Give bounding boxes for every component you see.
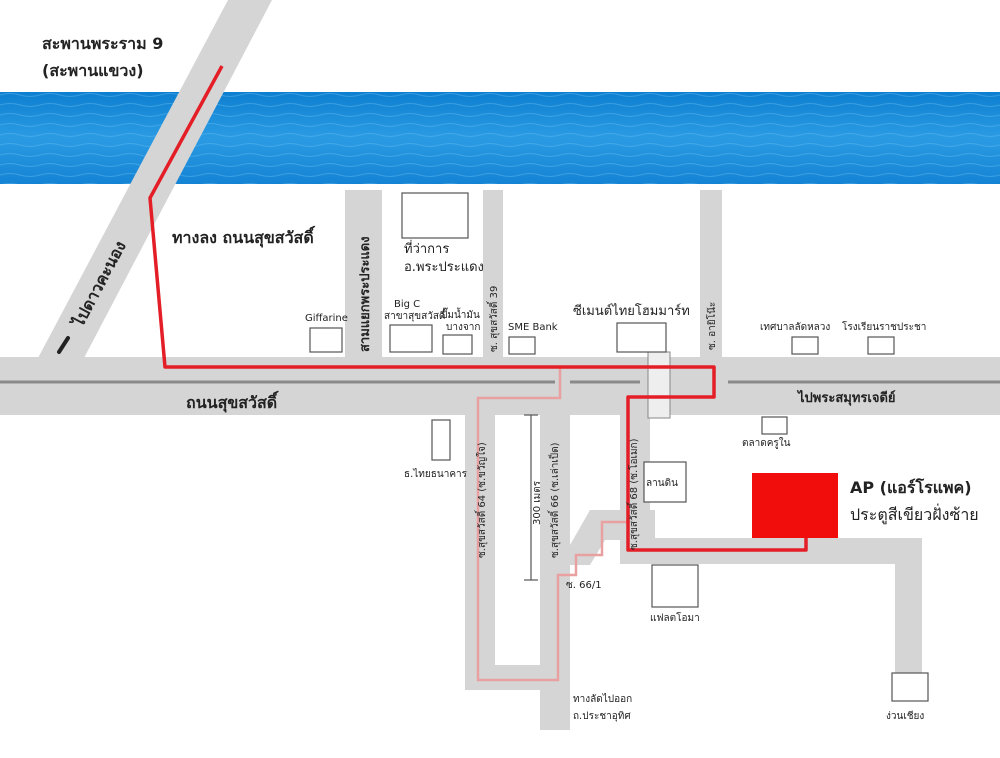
overpass-pillar bbox=[647, 351, 671, 419]
to-dao-khanong-arrow bbox=[57, 336, 70, 354]
suksawat-road-label: ถนนสุขสวัสดิ์ bbox=[186, 391, 279, 413]
ap-destination-label: AP (แอร์โรแพค) bbox=[850, 477, 972, 497]
soi66-label: ซ.สุขสวัสดิ์ 66 (ซ.เล่าเป็ด) bbox=[547, 442, 561, 558]
lan-din-label: ลานดิน bbox=[646, 478, 678, 489]
gas-station-label-2: บางจาก bbox=[446, 322, 480, 333]
cement-home-mart-building bbox=[616, 322, 667, 353]
soi64-road bbox=[465, 415, 495, 690]
district-office-label-2: อ.พระประแดง bbox=[404, 260, 484, 275]
giffarine-label: Giffarine bbox=[305, 313, 348, 324]
thai-bank-building bbox=[431, 419, 451, 461]
soi39-road bbox=[483, 190, 503, 357]
ngoun-chiang-road bbox=[895, 538, 922, 673]
soi64-label: ซ.สุขสวัสดิ์ 64 (ซ.ขวัญใจ) bbox=[474, 442, 488, 558]
omega-flat-label: แฟลตโอมา bbox=[650, 611, 700, 624]
school-building bbox=[867, 336, 895, 355]
lan-din-building bbox=[643, 461, 687, 503]
ap-destination-marker bbox=[752, 473, 838, 538]
distance-label: 300 เมตร bbox=[532, 480, 543, 525]
district-office-label-1: ที่ว่าการ bbox=[404, 240, 449, 257]
ap-gate-label: ประตูสีเขียวฝั่งซ้าย bbox=[850, 503, 979, 525]
district-office-building bbox=[401, 192, 469, 239]
bigc-building bbox=[389, 324, 433, 353]
to-phra-samut-chedi-label: ไปพระสมุทรเจดีย์ bbox=[796, 389, 896, 406]
soi68-label: ซ.สุขสวัสดิ์ 68 (ซ.โอเมก) bbox=[626, 438, 640, 550]
shortcut-label-2: ถ.ประชาอุทิศ bbox=[573, 711, 631, 722]
bigc-label-1: Big C bbox=[394, 299, 420, 310]
talat-khru-nai-building bbox=[761, 416, 788, 435]
talat-khru-nai-label: ตลาดครูใน bbox=[742, 437, 791, 449]
ngoun-chiang-label: ง่วนเชียง bbox=[886, 710, 924, 722]
soi39-label: ซ. สุขสวัสดิ์ 39 bbox=[486, 286, 500, 352]
soi66-1-road bbox=[570, 510, 655, 565]
soi-aiyara-label: ซ. อายิโน๊ะ bbox=[705, 302, 718, 350]
main-route-line bbox=[148, 65, 808, 552]
shortcut-route-line bbox=[476, 368, 630, 682]
sme-bank-label: SME Bank bbox=[508, 322, 558, 333]
shortcut-label-1: ทางลัดไปออก bbox=[573, 693, 632, 705]
bridge-subname-label: (สะพานแขวง) bbox=[42, 61, 144, 80]
bridge-ramp-road bbox=[38, 0, 272, 358]
giffarine-building bbox=[309, 327, 343, 353]
bridge-name-label: สะพานพระราม 9 bbox=[42, 34, 163, 53]
municipality-label: เทศบาลลัดหลวง bbox=[760, 322, 830, 333]
municipality-building bbox=[791, 336, 819, 355]
phra-pradaeng-junction-label: สามแยกพระประแดง bbox=[358, 236, 373, 352]
cement-home-mart-label: ซีเมนต์ไทยโฮมมาร์ท bbox=[573, 303, 690, 319]
bigc-label-2: สาขาสุขสวัสดิ์ bbox=[384, 308, 447, 322]
soi-aiyara-road bbox=[700, 190, 722, 357]
soi64-66-link bbox=[465, 665, 570, 690]
sme-bank-building bbox=[508, 336, 536, 355]
school-label: โรงเรียนราชประชา bbox=[842, 320, 926, 333]
exit-suksawat-label: ทางลง ถนนสุขสวัสดิ์ bbox=[172, 226, 316, 248]
ngoun-chiang-building bbox=[891, 672, 929, 702]
soi66-1-label: ซ. 66/1 bbox=[566, 580, 602, 591]
gas-station-label-1: ปั๊มน้ำมัน bbox=[441, 307, 480, 321]
thai-bank-label: ธ.ไทยธนาคาร bbox=[404, 468, 468, 480]
omega-flat-building bbox=[651, 564, 699, 608]
phra-pradaeng-road bbox=[345, 190, 382, 357]
gas-station-building bbox=[442, 334, 473, 355]
